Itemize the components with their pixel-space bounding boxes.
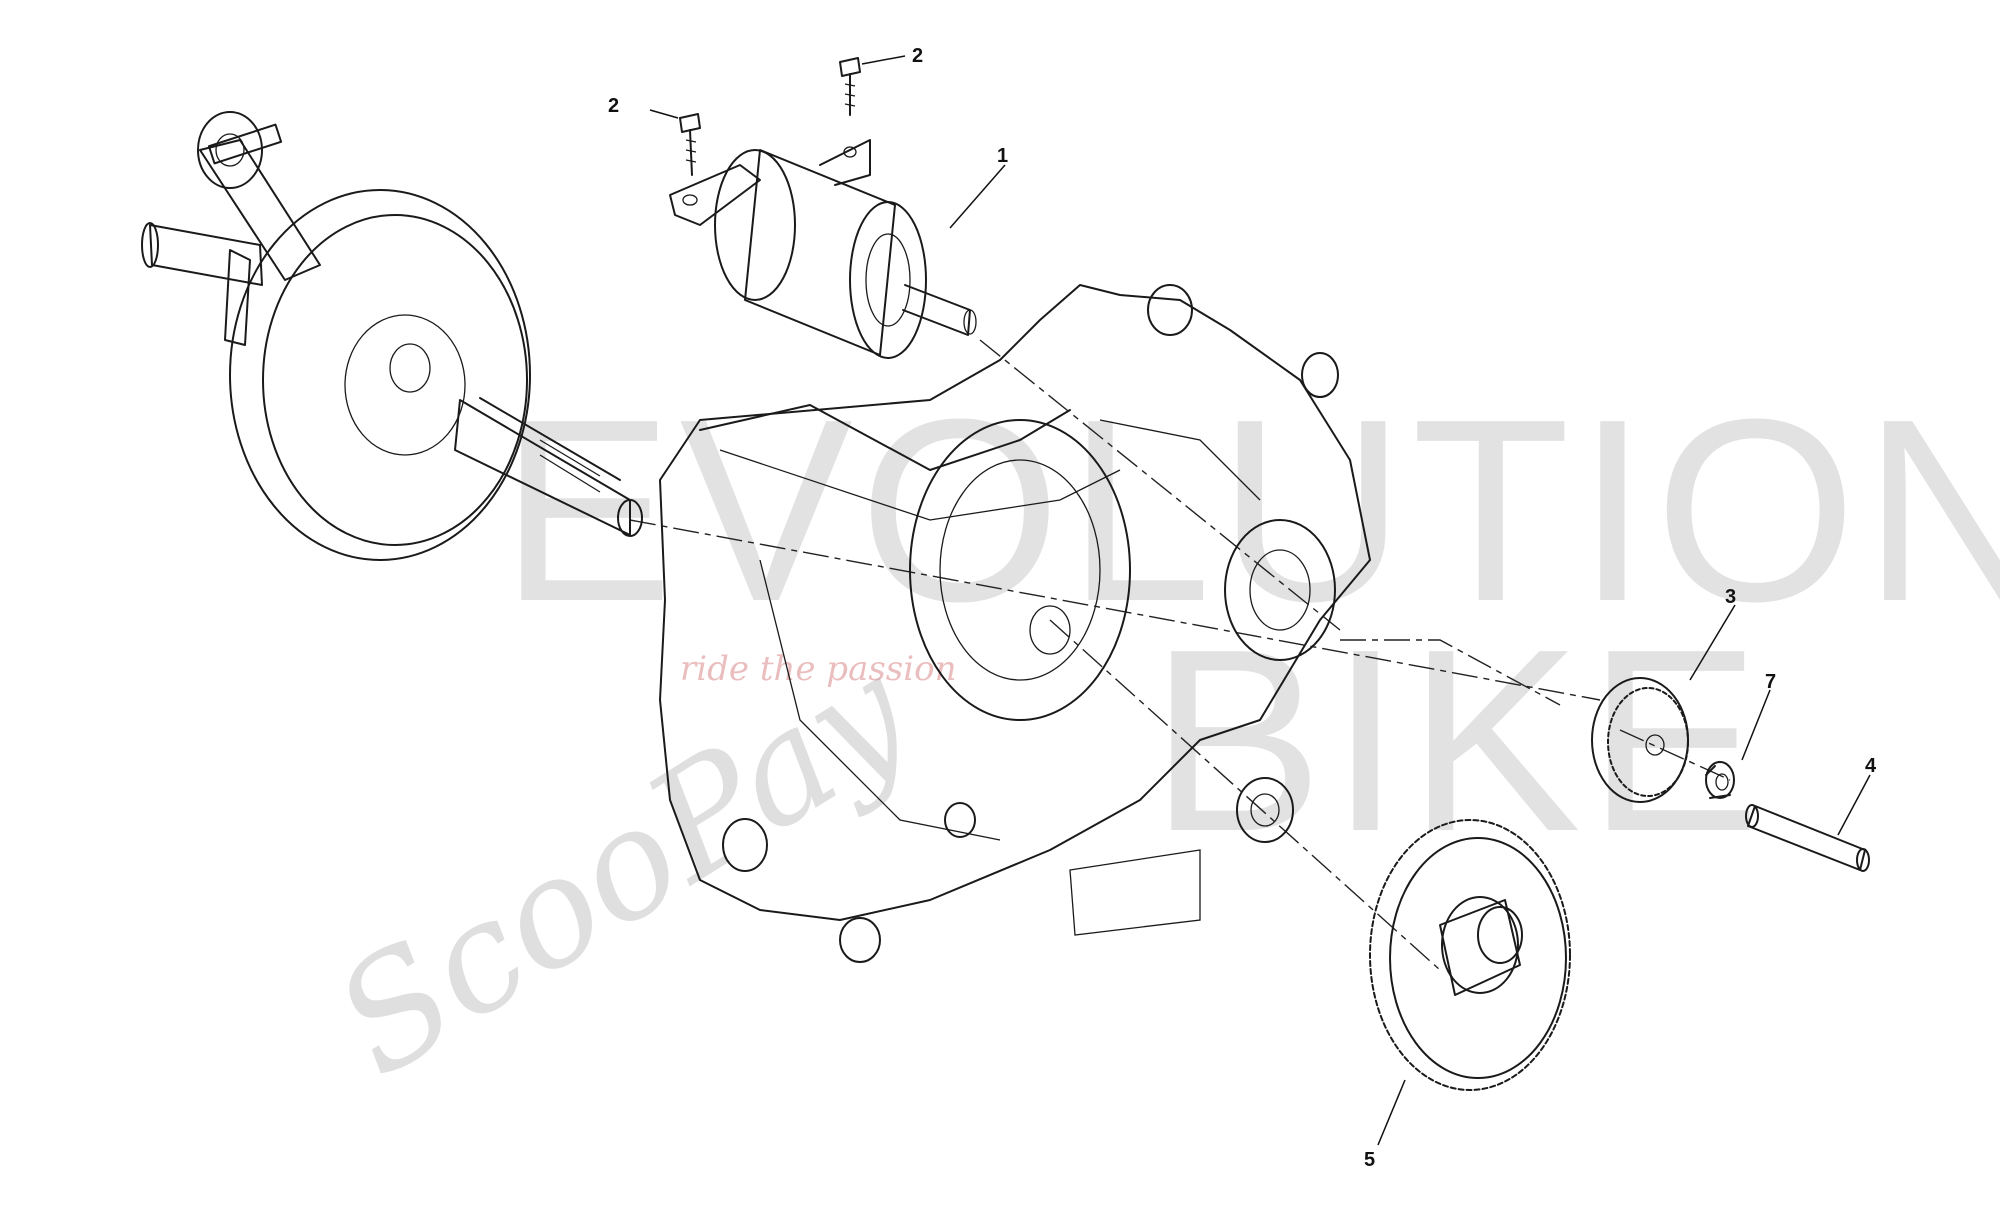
- callout-1: 1: [997, 145, 1008, 167]
- shaft-pin: [1745, 804, 1870, 872]
- bolt-left: [679, 113, 701, 176]
- bush: [1705, 761, 1735, 799]
- leader-lines: [649, 55, 1871, 1146]
- bolt-right: [839, 57, 861, 116]
- callout-3: 3: [1725, 586, 1736, 608]
- watermark-bike: BIKE: [1150, 596, 1767, 886]
- callout-7: 7: [1765, 671, 1776, 693]
- callout-2-left: 2: [608, 95, 619, 117]
- callouts: 1 2 2 3 7 4 5: [608, 45, 1877, 1171]
- gear-small: [1591, 677, 1689, 803]
- gear-large: [1369, 819, 1571, 1091]
- watermark-evolution: EVOLUTION: [500, 366, 2000, 656]
- assembly-axis-lines: [629, 339, 1731, 971]
- callout-5: 5: [1364, 1149, 1375, 1171]
- watermark: EVOLUTION BIKE ScooPay ride the passion: [307, 366, 2000, 1111]
- callout-2-right: 2: [912, 45, 923, 67]
- crankcase: [659, 284, 1371, 963]
- crankshaft: [141, 111, 643, 561]
- watermark-script: ScooPay: [307, 625, 940, 1111]
- starter-motor: [669, 139, 977, 359]
- watermark-tagline: ride the passion: [680, 649, 956, 689]
- callout-4: 4: [1865, 755, 1877, 777]
